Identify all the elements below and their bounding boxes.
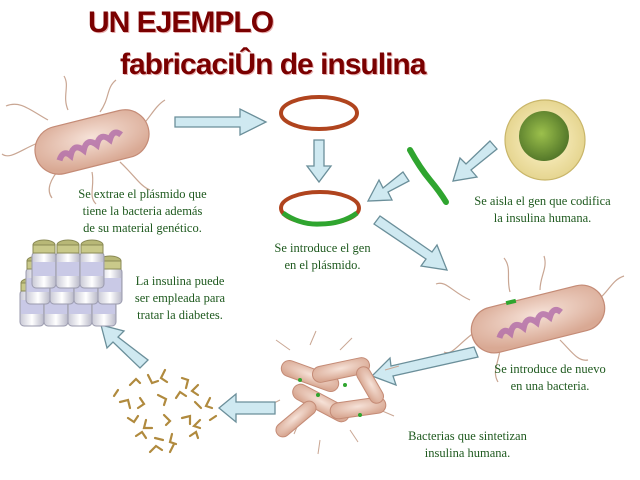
arrow-to-bacterium xyxy=(373,215,449,271)
arrow-cell-to-gene xyxy=(452,140,498,182)
caption-isolate-gene: Se aisla el gen que codifica la insulina… xyxy=(474,194,611,225)
arrow-down xyxy=(305,139,333,184)
arrow-to-bacteria-cluster xyxy=(370,346,479,387)
bacteria-cluster xyxy=(267,330,400,455)
arrow-to-plasmid xyxy=(174,107,268,137)
bacterium-source xyxy=(1,75,166,205)
insulin-vials xyxy=(19,239,123,327)
title-line-2: fabricaciÛn de insulina xyxy=(120,48,426,81)
plasmid-recombinant xyxy=(279,190,361,227)
human-cell xyxy=(504,99,586,181)
caption-insert-gene: Se introduce el gen en el plásmido. xyxy=(274,241,371,272)
caption-reinsert-bacterium: Se introduce de nuevo en una bacteria. xyxy=(494,362,606,393)
plasmid-extracted xyxy=(279,95,359,131)
arrow-gene-to-plasmid xyxy=(366,171,410,202)
caption-insulin-use: La insulina puede ser empleada para trat… xyxy=(134,274,226,322)
caption-bacteria-synthesize: Bacterias que sintetizan insulina humana… xyxy=(408,429,527,460)
insulin-molecules xyxy=(112,368,218,454)
title-line-1: UN EJEMPLO xyxy=(88,6,274,39)
bacterium-recombinant xyxy=(435,255,625,383)
caption-extract-plasmid: Se extrae el plásmido que tiene la bacte… xyxy=(78,187,207,235)
arrow-to-vials xyxy=(100,324,149,369)
insulin-gene xyxy=(407,147,449,205)
arrow-to-insulin xyxy=(217,392,276,424)
